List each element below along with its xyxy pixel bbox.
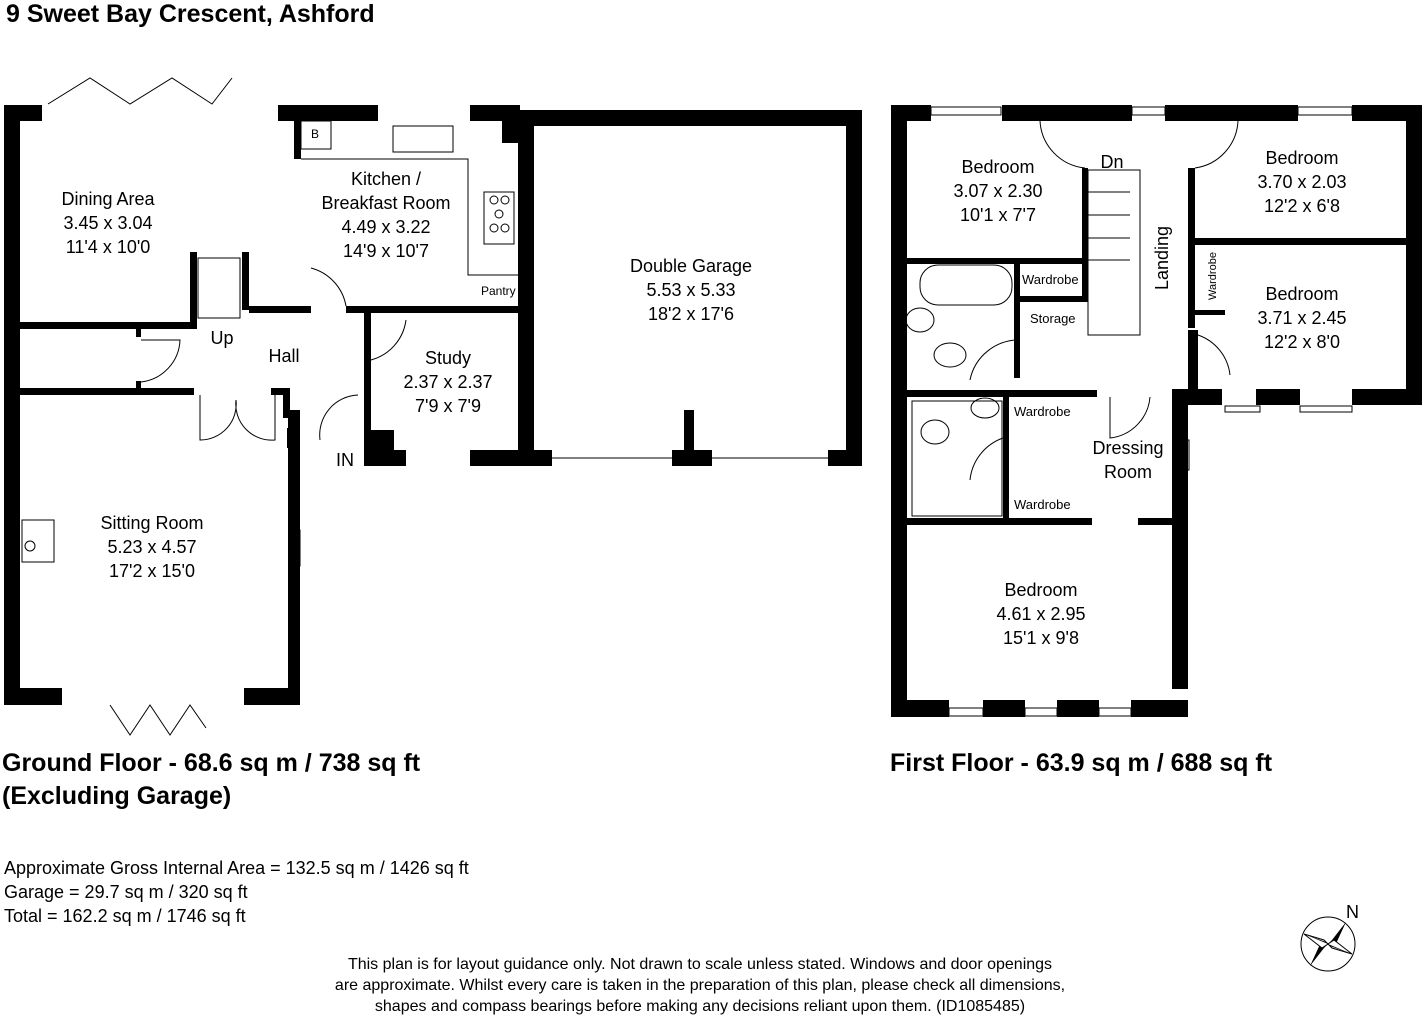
room-imperial: 7'9 x 7'9 [415, 396, 481, 416]
room-imperial: 12'2 x 8'0 [1264, 332, 1340, 352]
room-bedroom-2: Bedroom 3.70 x 2.03 12'2 x 6'8 [1257, 146, 1346, 218]
disclaimer-line: are approximate. Whilst every care is ta… [334, 977, 1066, 994]
storage-label: Storage [1030, 311, 1076, 326]
room-name-2: Room [1103, 462, 1152, 482]
room-study: Study 2.37 x 2.37 7'9 x 7'9 [403, 346, 492, 418]
first-floor-heading: First Floor - 63.9 sq m / 688 sq ft [890, 749, 1273, 777]
area-summary: Approximate Gross Internal Area = 132.5 … [4, 856, 469, 928]
ground-floor-note: (Excluding Garage) [2, 782, 232, 810]
room-metric: 5.23 x 4.57 [107, 537, 197, 557]
pantry-label: Pantry [481, 284, 516, 298]
room-name: Sitting Room [100, 513, 204, 533]
ground-floor-heading: Ground Floor - 68.6 sq m / 738 sq ft (Ex… [2, 747, 420, 813]
wardrobe-label: Wardrobe [1014, 404, 1071, 419]
disclaimer-line: shapes and compass bearings before makin… [374, 998, 1026, 1015]
room-dining-area: Dining Area 3.45 x 3.04 11'4 x 10'0 [61, 187, 154, 259]
room-hall: Hall [268, 346, 300, 366]
room-name-2: Breakfast Room [321, 193, 451, 213]
room-bedroom-4: Bedroom 4.61 x 2.95 15'1 x 9'8 [996, 578, 1085, 650]
room-imperial: 15'1 x 9'8 [1003, 628, 1079, 648]
room-name: Bedroom [1004, 580, 1078, 600]
room-name: Dining Area [61, 189, 155, 209]
entrance-label: IN [336, 450, 354, 470]
room-metric: 3.45 x 3.04 [63, 213, 153, 233]
room-name: Dressing [1092, 438, 1164, 458]
boiler-label: B [311, 127, 320, 141]
north-label: N [1346, 902, 1359, 922]
room-metric: 2.37 x 2.37 [403, 372, 493, 392]
disclaimer-line: This plan is for layout guidance only. N… [347, 956, 1053, 973]
ground-floor-area: Ground Floor - 68.6 sq m / 738 sq ft [2, 749, 421, 777]
room-imperial: 12'2 x 6'8 [1264, 196, 1340, 216]
garage-area: Garage = 29.7 sq m / 320 sq ft [4, 882, 248, 902]
room-metric: 5.53 x 5.33 [646, 280, 736, 300]
gross-area: Approximate Gross Internal Area = 132.5 … [4, 858, 469, 878]
room-name: Bedroom [1265, 148, 1339, 168]
room-metric: 4.49 x 3.22 [341, 217, 431, 237]
room-name: Bedroom [1265, 284, 1339, 304]
room-imperial: 17'2 x 15'0 [109, 561, 195, 581]
room-metric: 3.70 x 2.03 [1257, 172, 1347, 192]
stairs-down-label: Dn [1100, 152, 1124, 172]
landing-label: Landing [1152, 225, 1172, 291]
room-name: Bedroom [961, 157, 1035, 177]
room-imperial: 14'9 x 10'7 [343, 241, 429, 261]
room-name: Double Garage [629, 256, 753, 276]
room-bedroom-3: Bedroom 3.71 x 2.45 12'2 x 8'0 [1257, 282, 1346, 354]
room-kitchen: Kitchen / Breakfast Room 4.49 x 3.22 14'… [321, 167, 450, 263]
room-name: Kitchen / [350, 169, 422, 189]
room-imperial: 10'1 x 7'7 [960, 205, 1036, 225]
page-title: 9 Sweet Bay Crescent, Ashford [6, 0, 375, 28]
wardrobe-label: Wardrobe [1206, 252, 1219, 300]
room-bedroom-1: Bedroom 3.07 x 2.30 10'1 x 7'7 [953, 155, 1042, 227]
wardrobe-label: Wardrobe [1014, 497, 1071, 512]
room-sitting-room: Sitting Room 5.23 x 4.57 17'2 x 15'0 [100, 511, 203, 583]
room-metric: 4.61 x 2.95 [996, 604, 1086, 624]
room-dressing-room: Dressing Room [1092, 436, 1163, 484]
room-imperial: 11'4 x 10'0 [65, 237, 151, 257]
total-area: Total = 162.2 sq m / 1746 sq ft [4, 906, 246, 926]
wardrobe-label: Wardrobe [1022, 272, 1079, 287]
room-metric: 3.07 x 2.30 [953, 181, 1043, 201]
room-metric: 3.71 x 2.45 [1257, 308, 1347, 328]
room-imperial: 18'2 x 17'6 [648, 304, 734, 324]
room-double-garage: Double Garage 5.53 x 5.33 18'2 x 17'6 [630, 254, 752, 326]
disclaimer: This plan is for layout guidance only. N… [320, 954, 1080, 1017]
compass-icon: N [1298, 902, 1368, 989]
stairs-up-label: Up [210, 328, 234, 348]
room-name: Study [424, 348, 472, 368]
floor-plan-drawing [4, 77, 1422, 736]
